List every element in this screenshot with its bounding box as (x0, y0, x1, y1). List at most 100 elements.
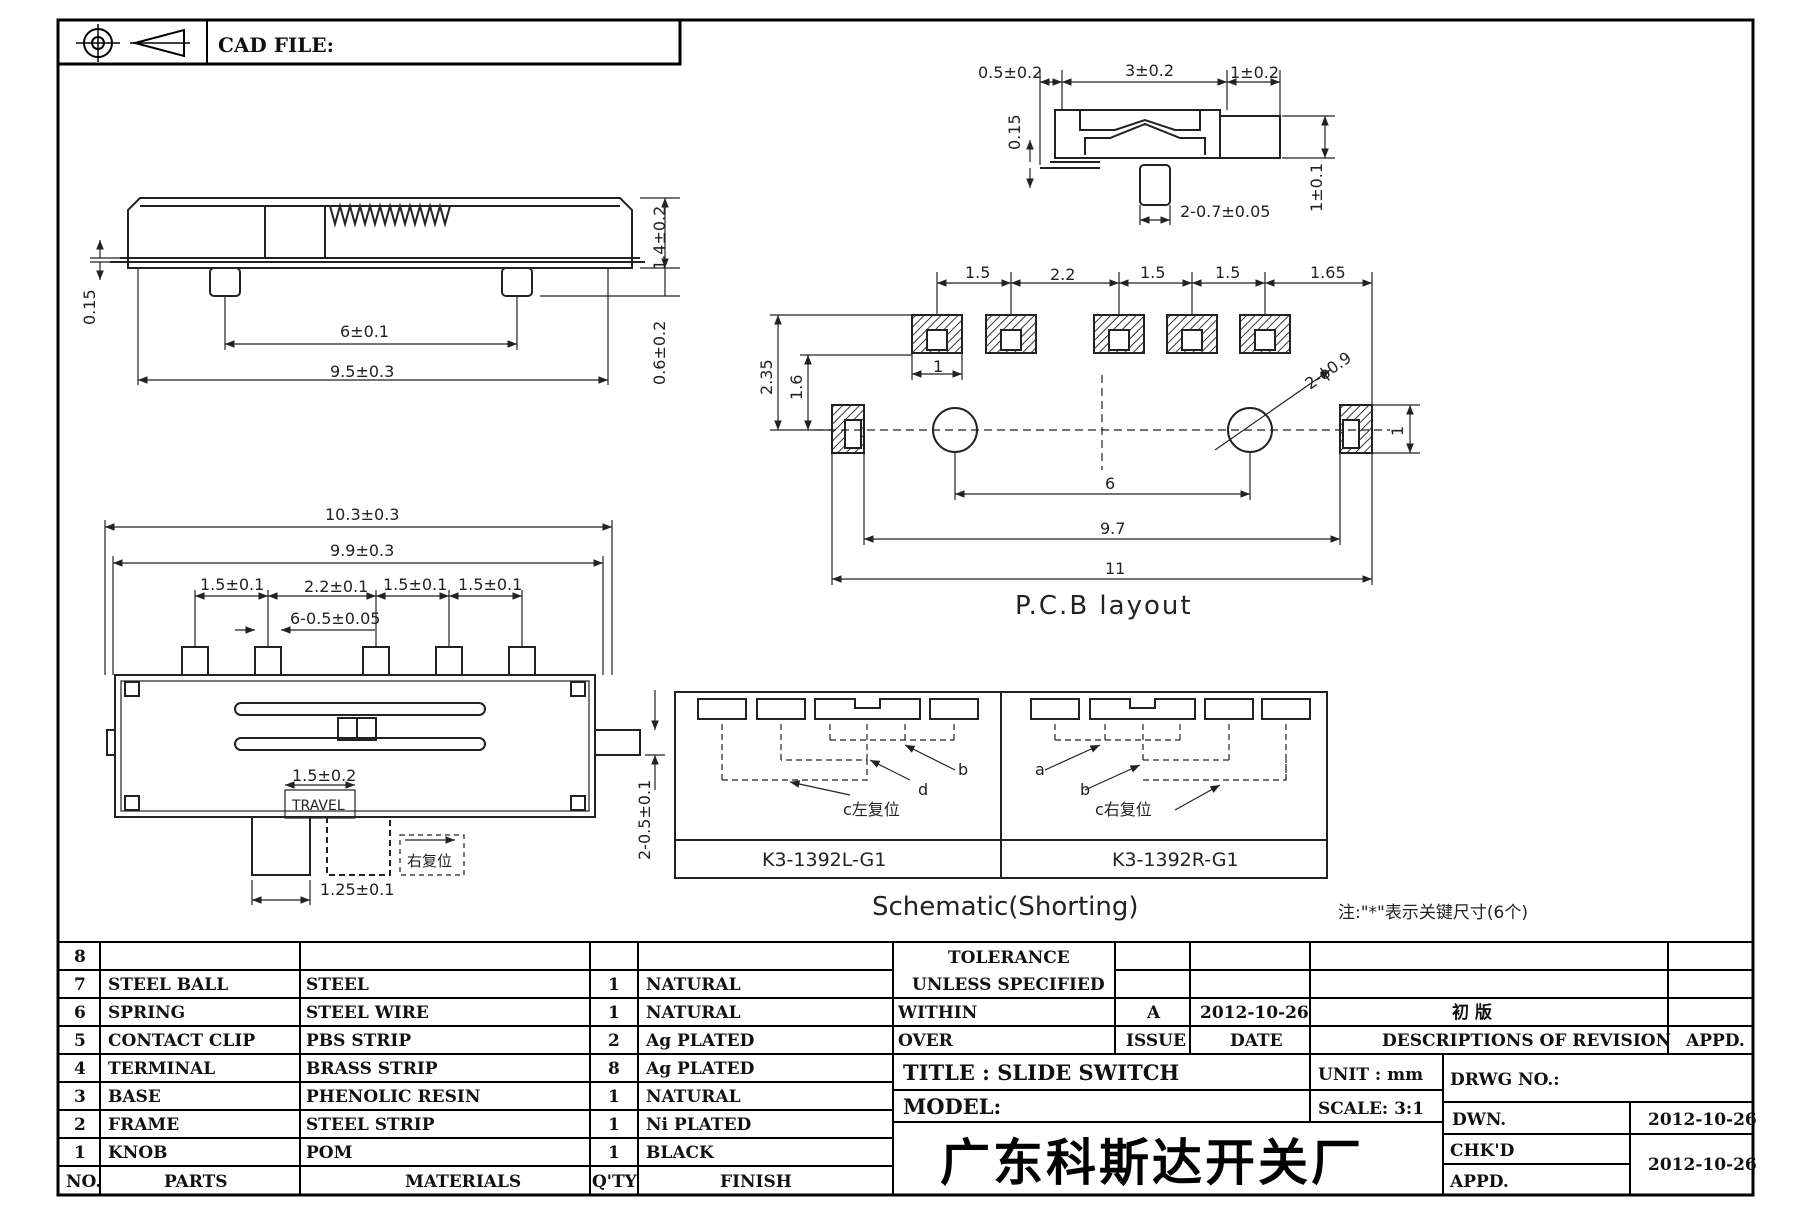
revision-appd-label: APPD. (1685, 1031, 1745, 1051)
pcb-dim-inner: 9.7 (1100, 519, 1125, 538)
bom-row: 5 CONTACT CLIP PBS STRIP 2 Ag PLATED (74, 1031, 755, 1051)
revision-date: 2012-10-26 (1200, 1003, 1309, 1023)
revision-description: 初 版 (1452, 1002, 1492, 1023)
bom-no: 5 (74, 1031, 86, 1051)
unit-label: UNIT : mm (1318, 1065, 1423, 1085)
pcb-dim-holes: 6 (1105, 474, 1115, 493)
bom-no: 2 (74, 1115, 86, 1135)
pcb-dim-p1: 1.5 (965, 263, 990, 282)
end-view (1026, 70, 1335, 225)
bom-finish: NATURAL (646, 1003, 741, 1023)
top-dim-knob-len: 2-0.5±0.1 (635, 780, 654, 860)
cad-file-label: CAD FILE: (218, 33, 334, 57)
bom-material: STEEL STRIP (306, 1115, 435, 1135)
unless-specified-label: UNLESS SPECIFIED (912, 975, 1105, 995)
schematic-label-b-left: b (958, 760, 968, 779)
bom-header-qty: Q'TY (592, 1172, 638, 1192)
schematic-label-d: d (918, 780, 928, 799)
bom-header-row: NO. PARTS MATERIALS Q'TY FINISH (66, 1172, 792, 1192)
pcb-dim-hole: 2-ϕ0.9 (1301, 348, 1354, 393)
bom-no: 7 (74, 975, 86, 995)
drawing-number-label: DRWG NO.: (1450, 1070, 1560, 1090)
pcb-layout-title: P.C.B layout (1015, 591, 1193, 621)
bom-qty: 8 (608, 1059, 620, 1079)
checked-label: CHK'D (1450, 1141, 1515, 1161)
bom-finish: Ag PLATED (645, 1031, 755, 1051)
bom-material: PBS STRIP (306, 1031, 411, 1051)
schematic-title: Schematic(Shorting) (872, 892, 1139, 922)
bom-part: STEEL BALL (108, 975, 228, 995)
bom-table (57, 941, 894, 1196)
revision-desc-label: DESCRIPTIONS OF REVISION (1382, 1031, 1671, 1051)
approved-label: APPD. (1449, 1172, 1509, 1192)
top-dim-overall: 10.3±0.3 (325, 505, 399, 524)
company-name: 广东科斯达开关厂 (940, 1134, 1364, 1192)
issue-value: A (1146, 1003, 1161, 1023)
side-view (90, 197, 680, 385)
scale-label: SCALE: 3:1 (1318, 1099, 1424, 1119)
bom-finish: Ag PLATED (645, 1059, 755, 1079)
bom-qty: 1 (608, 975, 620, 995)
projection-symbol-icon (76, 24, 190, 62)
bom-row: 1 KNOB POM 1 BLACK (74, 1143, 715, 1163)
bom-qty: 2 (608, 1031, 620, 1051)
side-dim-pin-pitch: 6±0.1 (340, 322, 389, 341)
bom-part: CONTACT CLIP (108, 1031, 255, 1051)
reset-note: 右复位 (407, 852, 452, 870)
schematic-right-c: c右复位 (1095, 800, 1152, 819)
bom-qty: 1 (608, 1143, 620, 1163)
title-block-grid (892, 941, 1754, 1196)
checked-date: 2012-10-26 (1648, 1155, 1757, 1175)
end-dim-thick: 0.15 (1005, 114, 1024, 150)
end-dim-left: 0.5±0.2 (978, 63, 1042, 82)
title-block: TOLERANCE UNLESS SPECIFIED WITHIN OVER A… (897, 948, 1757, 1192)
bom-qty: 1 (608, 1087, 620, 1107)
schematic-left-model: K3-1392L-G1 (762, 849, 886, 871)
pcb-dim-h2: 1.6 (787, 375, 806, 400)
pcb-dim-p4: 1.5 (1215, 263, 1240, 282)
bom-header-no: NO. (66, 1172, 101, 1192)
top-view (104, 520, 665, 905)
bom-rows: 8 7 STEEL BALL STEEL 1 NATURAL 6 SPRING … (66, 947, 792, 1192)
schematic (674, 691, 1328, 879)
end-dim-right: 1±0.2 (1230, 63, 1279, 82)
top-dim-pitch-c: 1.5±0.1 (383, 575, 447, 594)
bom-finish: Ni PLATED (646, 1115, 752, 1135)
end-dim-pins: 2-0.7±0.05 (1180, 202, 1270, 221)
model-label: MODEL: (903, 1094, 1001, 1119)
bom-row: 6 SPRING STEEL WIRE 1 NATURAL (74, 1003, 741, 1023)
top-dim-pitch-d: 1.5±0.1 (458, 575, 522, 594)
bom-row: 7 STEEL BALL STEEL 1 NATURAL (74, 975, 741, 995)
pcb-dim-p5: 1.65 (1310, 263, 1346, 282)
side-dim-lead: 0.6±0.2 (650, 321, 669, 385)
bom-material: POM (306, 1143, 353, 1163)
spring-coil (329, 202, 451, 228)
side-dim-thick: 0.15 (80, 289, 99, 325)
top-dim-body: 9.9±0.3 (330, 541, 394, 560)
pcb-layout (770, 272, 1420, 585)
travel-label: TRAVEL (291, 798, 345, 814)
pcb-dim-side-pad: 1 (1388, 426, 1407, 436)
pcb-dim-p2: 2.2 (1050, 265, 1075, 284)
bom-no: 4 (74, 1059, 86, 1079)
schematic-label-b-right: b (1080, 780, 1090, 799)
bom-header-parts: PARTS (164, 1172, 228, 1192)
bom-part: BASE (108, 1087, 161, 1107)
bom-row: 4 TERMINAL BRASS STRIP 8 Ag PLATED (74, 1059, 755, 1079)
pcb-dim-h1: 2.35 (757, 359, 776, 395)
bom-row: 2 FRAME STEEL STRIP 1 Ni PLATED (74, 1115, 752, 1135)
top-dim-knob: 1.25±0.1 (320, 880, 394, 899)
key-dimension-note: 注:"*"表示关键尺寸(6个) (1338, 903, 1528, 923)
bom-qty: 1 (608, 1115, 620, 1135)
side-dim-height: 1.4±0.2 (650, 206, 669, 270)
end-dim-height: 1±0.1 (1307, 163, 1326, 212)
side-dim-width: 9.5±0.3 (330, 362, 394, 381)
pcb-dim-outer: 11 (1105, 559, 1125, 578)
date-label: DATE (1230, 1031, 1283, 1051)
schematic-right-model: K3-1392R-G1 (1112, 849, 1239, 871)
pcb-dim-pad-w: 1 (933, 357, 943, 376)
schematic-left-c: c左复位 (843, 800, 900, 819)
top-dim-travel: 1.5±0.2 (292, 766, 356, 785)
bom-part: TERMINAL (108, 1059, 215, 1079)
bom-part: FRAME (108, 1115, 179, 1135)
